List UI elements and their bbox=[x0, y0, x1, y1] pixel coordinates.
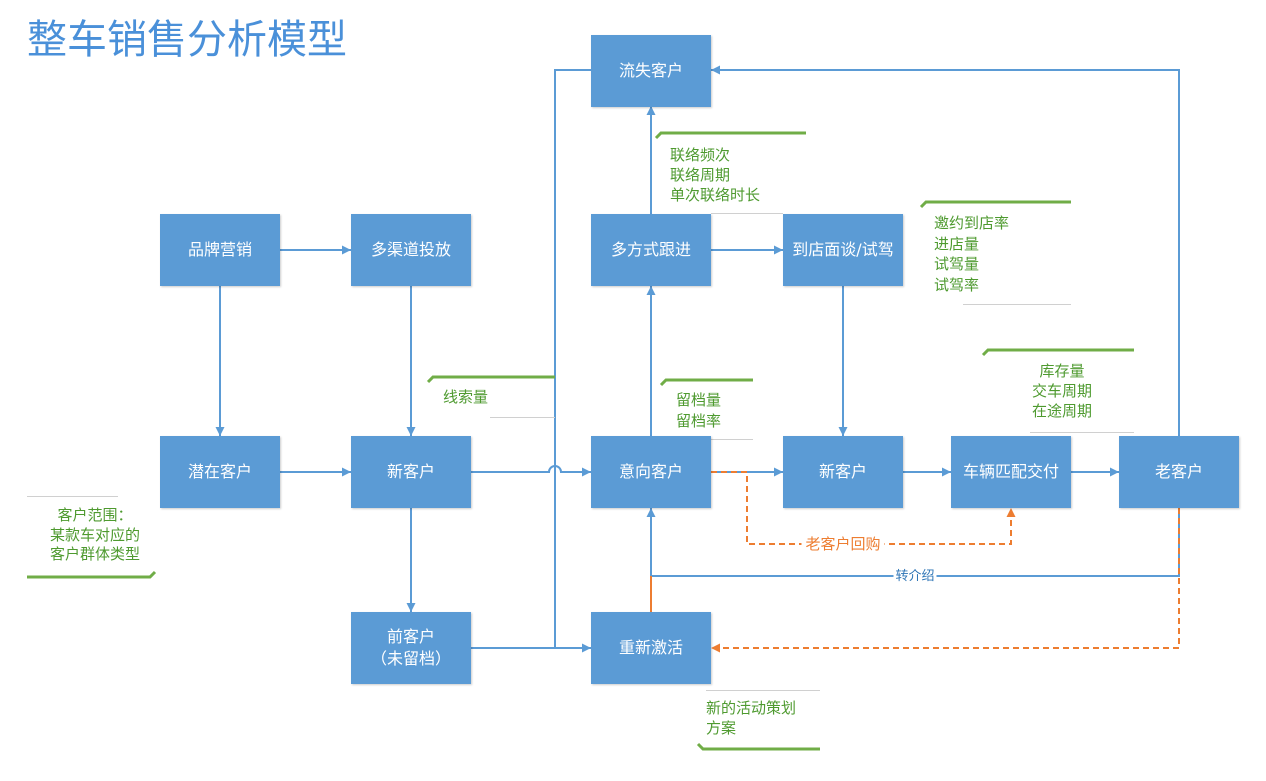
node-followup: 多方式跟进 bbox=[591, 214, 711, 286]
arrow-referral-old-to-intent bbox=[646, 508, 1180, 577]
node-sublabel: （未留档） bbox=[370, 649, 451, 668]
node-label: 前客户 bbox=[386, 627, 435, 646]
node-vehicle-delivery: 车辆匹配交付 bbox=[951, 436, 1071, 508]
node-former-customer: 前客户 （未留档） bbox=[351, 612, 471, 684]
annotation-line: 某款车对应的 bbox=[49, 525, 140, 544]
bracket-contact-green bbox=[654, 131, 806, 140]
node-new-customer-lead: 新客户 bbox=[351, 436, 471, 508]
annotation-campaign: 新的活动策划 方案 bbox=[706, 698, 796, 738]
bracket-visit-green bbox=[919, 200, 1071, 209]
annotation-line: 在途周期 bbox=[1031, 402, 1092, 420]
node-label: 品牌营销 bbox=[187, 240, 252, 259]
node-store-visit: 到店面谈/试驾 bbox=[783, 214, 903, 286]
node-label: 到店面谈/试驾 bbox=[792, 240, 894, 259]
node-label: 新客户 bbox=[818, 462, 867, 481]
annotation-archive: 留档量 留档率 bbox=[676, 390, 721, 432]
node-brand-marketing: 品牌营销 bbox=[160, 214, 280, 286]
node-label: 老客户 bbox=[1154, 462, 1203, 481]
node-label: 潜在客户 bbox=[187, 462, 252, 481]
arrow-new-lead-to-intent bbox=[471, 465, 591, 477]
annotation-line: 联络频次 bbox=[670, 146, 731, 164]
annotation-delivery: 库存量 交车周期 在途周期 bbox=[1012, 361, 1112, 421]
node-label: 流失客户 bbox=[618, 61, 683, 80]
bracket-archive-green bbox=[659, 378, 753, 387]
annotation-line: 进店量 bbox=[934, 234, 980, 253]
node-lost-customer: 流失客户 bbox=[591, 35, 711, 107]
annotation-line: 留档量 bbox=[676, 391, 722, 409]
node-label: 车辆匹配交付 bbox=[962, 462, 1059, 481]
arrow-old-to-reactivation bbox=[711, 508, 1180, 653]
annotation-line: 方案 bbox=[706, 719, 737, 737]
bracket-campaign-green bbox=[696, 742, 820, 751]
annotation-line: 邀约到店率 bbox=[934, 214, 1010, 232]
annotation-line: 单次联络时长 bbox=[670, 186, 761, 204]
node-old-customer: 老客户 bbox=[1119, 436, 1239, 508]
bracket-delivery-green bbox=[981, 348, 1134, 357]
node-label: 新客户 bbox=[386, 462, 435, 481]
annotation-line: 试驾率 bbox=[934, 275, 980, 294]
bracket-leads-green bbox=[426, 375, 555, 384]
node-reactivation: 重新激活 bbox=[591, 612, 711, 684]
annotation-scope: 客户范围： 某款车对应的 客户群体类型 bbox=[35, 506, 155, 565]
node-intent-customer: 意向客户 bbox=[591, 436, 711, 508]
annotation-line: 客户群体类型 bbox=[49, 545, 140, 563]
edge-label-repurchase: 老客户回购 bbox=[801, 535, 885, 553]
annotation-line: 交车周期 bbox=[1031, 382, 1092, 400]
annotation-line: 库存量 bbox=[1039, 362, 1085, 380]
node-potential-customer: 潜在客户 bbox=[160, 436, 280, 508]
annotation-line: 试驾量 bbox=[934, 255, 980, 273]
annotation-line: 联络周期 bbox=[670, 166, 731, 184]
annotation-line: 留档率 bbox=[676, 412, 722, 430]
node-multichannel: 多渠道投放 bbox=[351, 214, 471, 286]
annotation-line: 客户范围： bbox=[57, 506, 133, 524]
node-label: 意向客户 bbox=[618, 462, 683, 481]
edge-label-referral: 转介绍 bbox=[893, 569, 937, 585]
node-label: 重新激活 bbox=[618, 638, 683, 657]
node-new-customer: 新客户 bbox=[783, 436, 903, 508]
annotation-line: 新的活动策划 bbox=[706, 699, 797, 717]
arrow-old-to-lost bbox=[711, 65, 1180, 436]
page-title: 整车销售分析模型 bbox=[27, 17, 347, 63]
arrow-repurchase-intent-to-delivery bbox=[711, 471, 1016, 545]
node-label: 多渠道投放 bbox=[370, 240, 451, 259]
node-label: 多方式跟进 bbox=[610, 240, 691, 259]
annotation-line: 线索量 bbox=[443, 388, 489, 406]
annotation-visit: 邀约到店率 进店量 试驾量 试驾率 bbox=[934, 213, 1009, 295]
annotation-contact: 联络频次 联络周期 单次联络时长 bbox=[670, 145, 760, 205]
annotation-leads: 线索量 bbox=[443, 387, 488, 407]
bracket-scope-green bbox=[27, 570, 157, 579]
connector-lost-to-reactivation bbox=[554, 69, 591, 649]
